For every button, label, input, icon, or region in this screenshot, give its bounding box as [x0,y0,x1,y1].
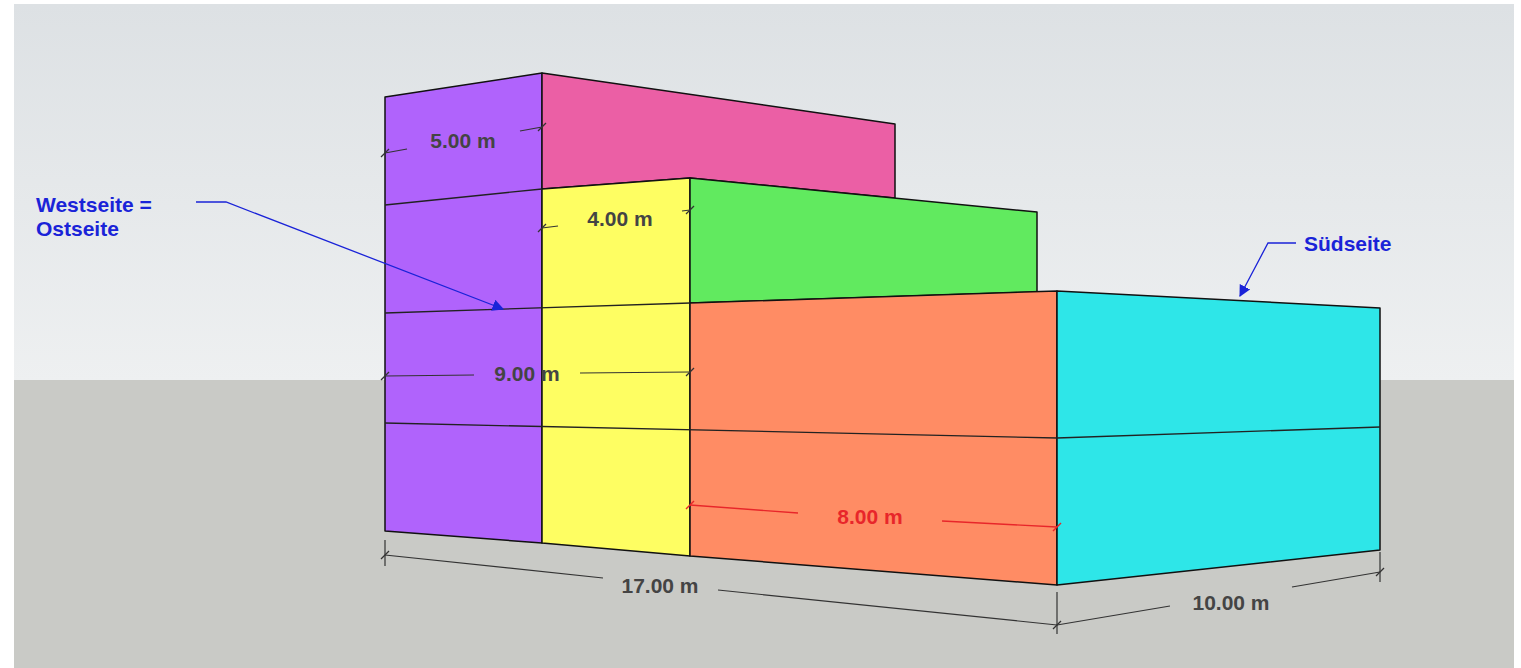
callout-label: Südseite [1304,232,1392,256]
callout-leaders [196,202,1296,309]
callout-label: Westseite = Ostseite [36,193,186,241]
dimension-label: 4.00 m [587,207,652,231]
dimension-label: 9.00 m [494,362,559,386]
dimension-label: 17.00 m [621,574,698,598]
dimension-label: 10.00 m [1192,591,1269,615]
dimension-label: 8.00 m [837,505,902,529]
west-face-low [690,291,1057,585]
dimension-label: 5.00 m [430,129,495,153]
west-face-middle [542,178,690,556]
red-dimension-line [686,501,1061,531]
floor-lines [385,189,1380,438]
dimension-lines [381,123,1384,634]
middle-roof-face [690,178,1037,303]
top-roof-face [542,73,895,198]
south-face [1057,291,1380,585]
